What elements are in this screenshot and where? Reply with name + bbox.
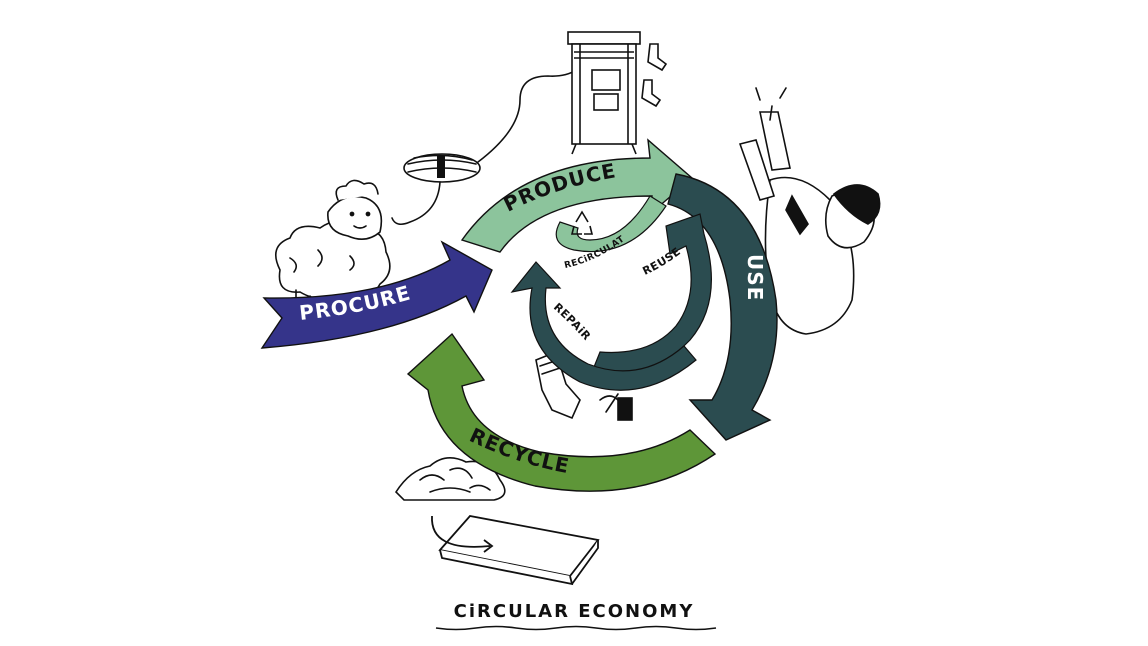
recirculate-arrow [555,195,667,253]
svg-text:REPAiR: REPAiR [551,301,593,344]
procure-arrow [260,240,493,349]
insulation-board-illustration [431,515,600,586]
person-illustration [738,87,881,335]
reuse-arrow [591,213,713,374]
use-arrow [667,173,778,441]
use-label: USE [743,254,767,301]
title-underline [435,625,717,631]
repair-arrow [510,261,697,391]
svg-text:REUSE: REUSE [641,245,684,278]
recycle-arrow [406,332,717,492]
repair-label: REPAiR [551,301,593,344]
diagram-title: CiRCULAR ECONOMY [454,601,695,622]
knitting-machine-illustration [567,31,668,155]
recycle-symbol-icon [570,210,594,235]
reuse-label: REUSE [641,245,683,278]
fabric-pile-illustration [394,457,506,501]
